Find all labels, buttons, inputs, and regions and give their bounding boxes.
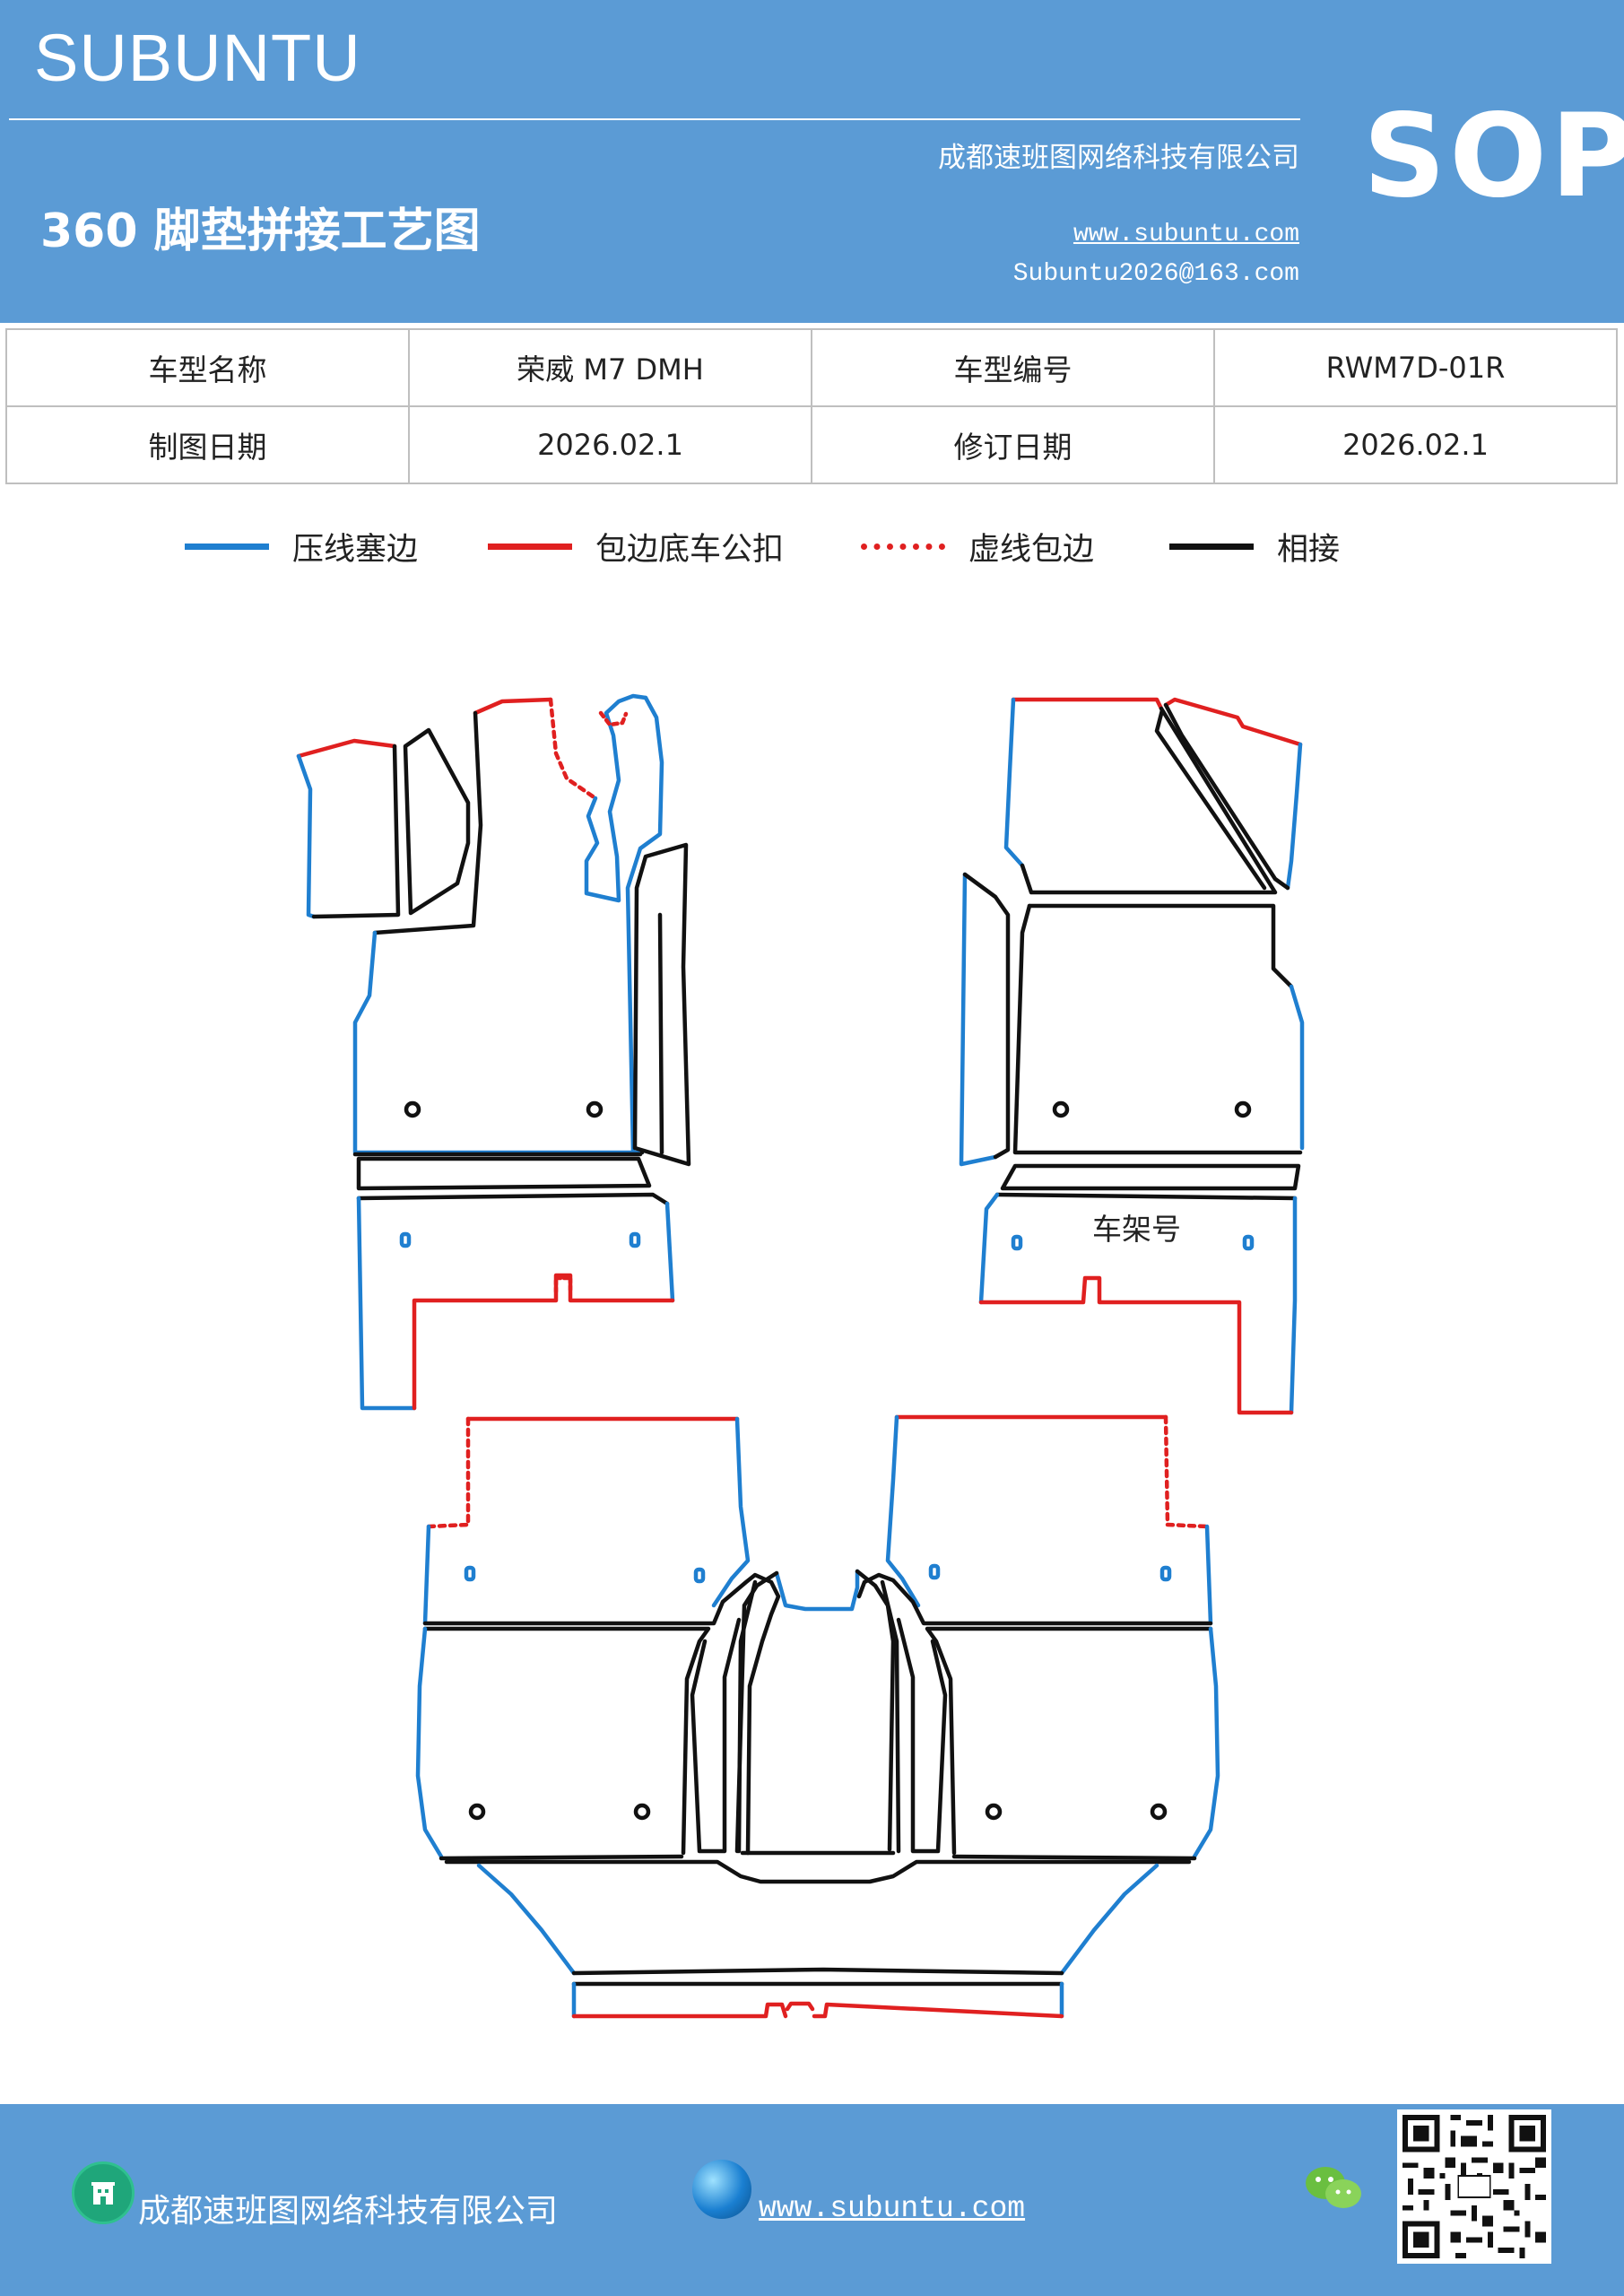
- model-code-label: 车型编号: [811, 328, 1215, 407]
- rear-left-mat: [415, 1416, 781, 1861]
- sop-mark: SOP: [1363, 90, 1624, 223]
- draw-date-value: 2026.02.1: [408, 405, 812, 484]
- model-name-value: 荣威 M7 DMH: [408, 328, 812, 407]
- header-divider: [9, 118, 1300, 120]
- header-company-name: 成都速班图网络科技有限公司: [938, 142, 1299, 174]
- globe-icon: [692, 2160, 751, 2219]
- front-left-mat: [296, 693, 691, 1411]
- wechat-icon[interactable]: [1302, 2161, 1365, 2215]
- legend-swatch-red: [488, 543, 572, 550]
- model-name-label: 车型名称: [5, 328, 410, 407]
- brand-logo-text: SUBUNTU: [34, 21, 361, 95]
- footer-company-name: 成都速班图网络科技有限公司: [138, 2193, 559, 2230]
- header-website-link[interactable]: www.subuntu.com: [1073, 221, 1299, 248]
- header-banner: [0, 0, 1624, 323]
- rear-center-mat: [734, 1569, 896, 1856]
- legend-swatch-red-dotted: [861, 543, 945, 550]
- rear-right-mat: [856, 1414, 1220, 1861]
- footer-website-link[interactable]: www.subuntu.com: [759, 2192, 1026, 2225]
- model-code-value: RWM7D-01R: [1213, 328, 1618, 407]
- revise-date-value: 2026.02.1: [1213, 405, 1618, 484]
- qr-code: [1397, 2109, 1551, 2264]
- legend-join: 相接: [1169, 524, 1340, 569]
- page-title: 360 脚垫拼接工艺图: [40, 204, 481, 258]
- vehicle-info-table: 车型名称 荣威 M7 DMH 车型编号 RWM7D-01R 制图日期 2026.…: [5, 328, 1618, 484]
- legend-swatch-black: [1169, 543, 1254, 550]
- front-right-mat: [959, 697, 1305, 1415]
- legend-label: 虚线包边: [968, 531, 1095, 568]
- vin-label: 车架号: [1092, 1212, 1181, 1247]
- legend-swatch-blue: [185, 543, 269, 550]
- legend-press-line: 压线塞边: [185, 524, 418, 569]
- table-row: 车型名称 荣威 M7 DMH 车型编号 RWM7D-01R: [5, 328, 1618, 407]
- table-row: 制图日期 2026.02.1 修订日期 2026.02.1: [5, 405, 1618, 484]
- rear-bottom-strip: [444, 1859, 1192, 2019]
- legend-label: 压线塞边: [292, 531, 419, 568]
- legend-label: 相接: [1277, 531, 1341, 568]
- building-icon: [72, 2161, 135, 2224]
- revise-date-label: 修订日期: [811, 405, 1215, 484]
- legend-edge-clip: 包边底车公扣: [488, 524, 784, 569]
- legend-dotted-edge: 虚线包边: [861, 524, 1094, 569]
- legend-label: 包边底车公扣: [595, 531, 785, 568]
- header-email: Subuntu2026@163.com: [1012, 260, 1299, 288]
- draw-date-label: 制图日期: [5, 405, 410, 484]
